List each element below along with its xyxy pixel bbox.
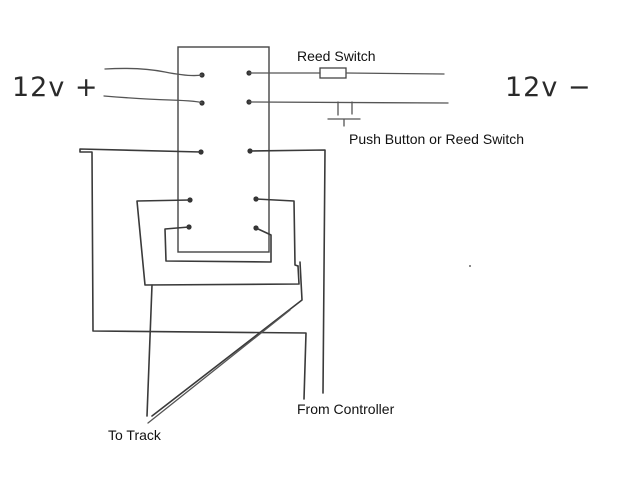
wire-middle-loop-right xyxy=(255,198,299,267)
wire-to-track-c xyxy=(147,309,291,424)
relay-body xyxy=(177,46,270,253)
reed-switch-symbol xyxy=(319,67,347,79)
label-supply-negative: 12v − xyxy=(505,72,592,103)
wire-to-track-a xyxy=(146,284,153,417)
label-from-controller: From Controller xyxy=(297,401,395,417)
stray-mark xyxy=(469,265,471,267)
wire-outer-loop xyxy=(79,148,307,400)
relay-terminals xyxy=(186,70,259,231)
wire-to-track-b xyxy=(151,261,303,417)
wire-terminal3-right xyxy=(249,149,326,394)
wire-inner-loop xyxy=(164,226,272,263)
wire-positive-upper xyxy=(104,67,203,77)
label-to-track: To Track xyxy=(108,427,162,443)
push-button-bar xyxy=(327,118,361,127)
wire-middle-loop-left xyxy=(136,199,300,286)
wire-lower-to-negative xyxy=(248,101,449,104)
label-reed-switch: Reed Switch xyxy=(297,48,376,64)
wire-reed-to-negative xyxy=(345,72,445,75)
label-supply-positive: 12v + xyxy=(12,72,99,103)
label-push-button: Push Button or Reed Switch xyxy=(349,131,524,147)
wire-positive-lower xyxy=(103,95,203,104)
